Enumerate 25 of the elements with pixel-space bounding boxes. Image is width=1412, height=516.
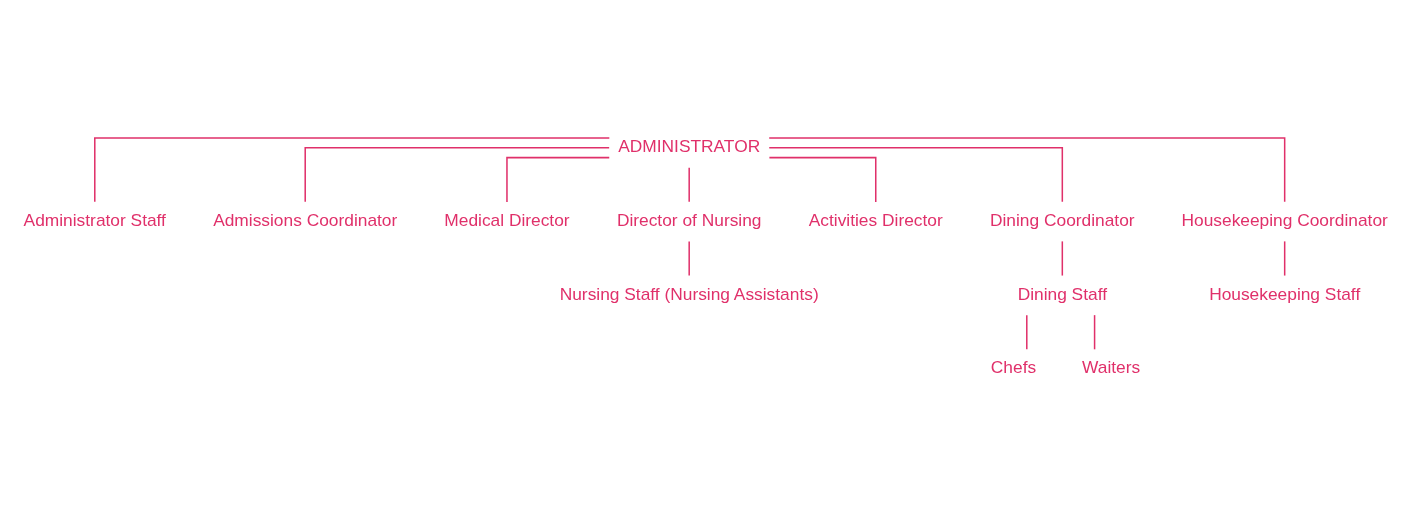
connector: [1283, 240, 1286, 276]
connector: [304, 146, 610, 203]
connector: [768, 136, 1286, 203]
node-text: Dining Coordinator: [990, 209, 1135, 230]
node-text: Dining Staff: [1017, 283, 1107, 303]
node-text: Director of Nursing: [616, 209, 762, 230]
connector: [688, 240, 690, 276]
connector: [768, 156, 877, 203]
node-text: Housekeeping Staff: [1209, 283, 1361, 303]
node-text: ADMINISTRATOR: [618, 135, 761, 156]
node-text: Activities Director: [808, 209, 943, 230]
node-text: Housekeeping Coordinator: [1181, 209, 1388, 230]
node-text: Admissions Coordinator: [213, 209, 398, 230]
connector: [1093, 313, 1096, 350]
node-text: Nursing Staff (Nursing Assistants): [559, 283, 819, 303]
node-text: Chefs: [990, 356, 1037, 377]
connector: [506, 156, 610, 203]
connector: [688, 166, 690, 203]
connector: [94, 136, 611, 203]
node-text: Administrator Staff: [23, 209, 166, 230]
connector: [1026, 313, 1028, 350]
connector: [1061, 240, 1064, 276]
connector: [768, 146, 1064, 203]
node-text: Medical Director: [444, 209, 570, 230]
node-text: Waiters: [1082, 356, 1141, 377]
